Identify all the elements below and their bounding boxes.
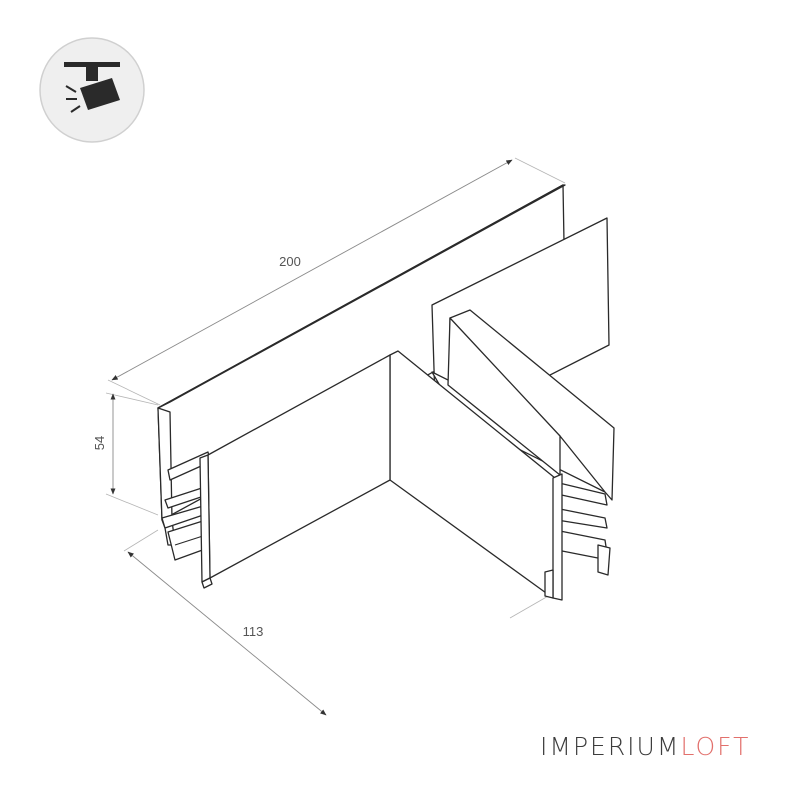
depth-dimension-line — [127, 551, 327, 716]
brand-logo-imperium: IMPERIUM — [540, 732, 681, 761]
brand-logo: IMPERIUMLOFT — [540, 732, 750, 761]
track-spotlight-icon — [39, 37, 145, 143]
dimension-lines — [105, 157, 566, 716]
depth-dimension-label: 113 — [243, 624, 264, 639]
t-connector-profile — [157, 184, 615, 601]
brand-logo-loft: LOFT — [680, 732, 751, 761]
length-dimension-label: 200 — [279, 254, 301, 269]
height-dimension-label: 54 — [92, 436, 107, 450]
length-dimension-line — [111, 159, 513, 381]
